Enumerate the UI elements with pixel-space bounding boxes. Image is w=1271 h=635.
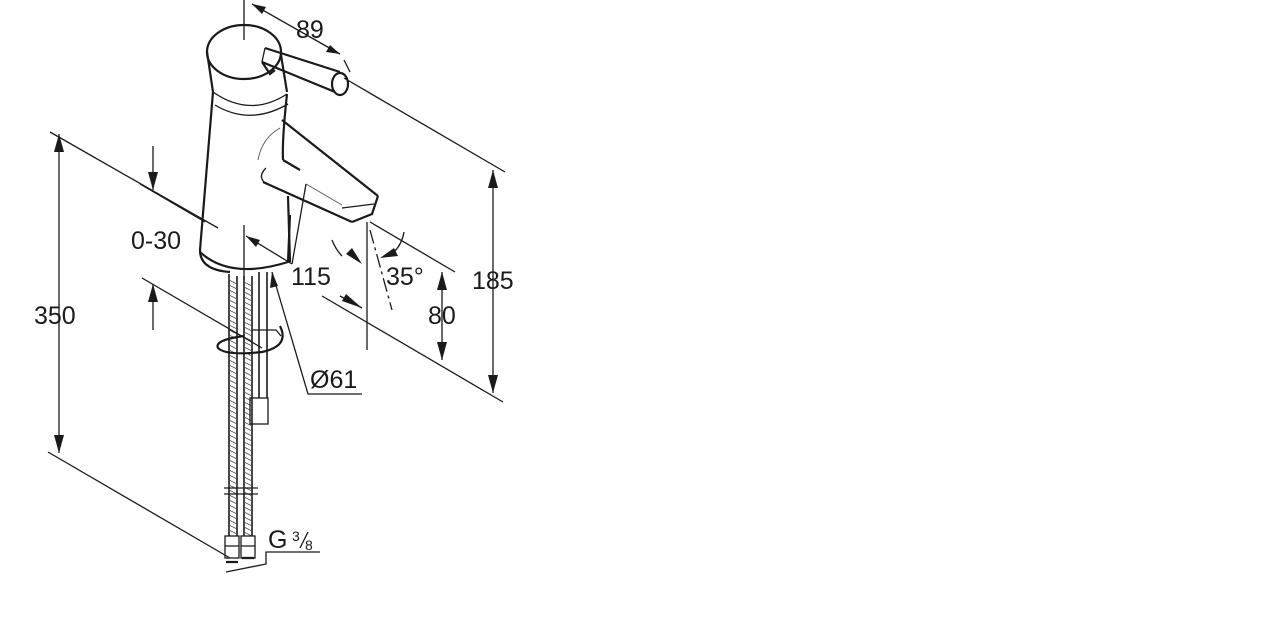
dim-height-350: 350 (34, 302, 76, 330)
dim-lever-89: 89 (296, 16, 324, 44)
faucet-body (198, 23, 380, 274)
dim-hole-range: 0-30 (131, 227, 181, 255)
dim-height-185: 185 (472, 267, 514, 295)
dim-diameter-61: Ø61 (310, 366, 357, 394)
dim-projection-115: 115 (291, 263, 331, 291)
dimension-lines (47, 0, 506, 573)
supply-hoses (216, 272, 284, 564)
dim-spout-80: 80 (428, 302, 456, 330)
dimension-labels: 89 0-30 115 35° 185 350 80 Ø61 G 3 8 (34, 16, 514, 554)
dim-connection-denominator: 8 (305, 537, 313, 553)
hose-braid-pattern (228, 279, 253, 537)
dim-connection-g: G (268, 526, 287, 554)
dim-connection-numerator: 3 (292, 528, 300, 544)
dim-angle-35: 35° (386, 263, 424, 291)
